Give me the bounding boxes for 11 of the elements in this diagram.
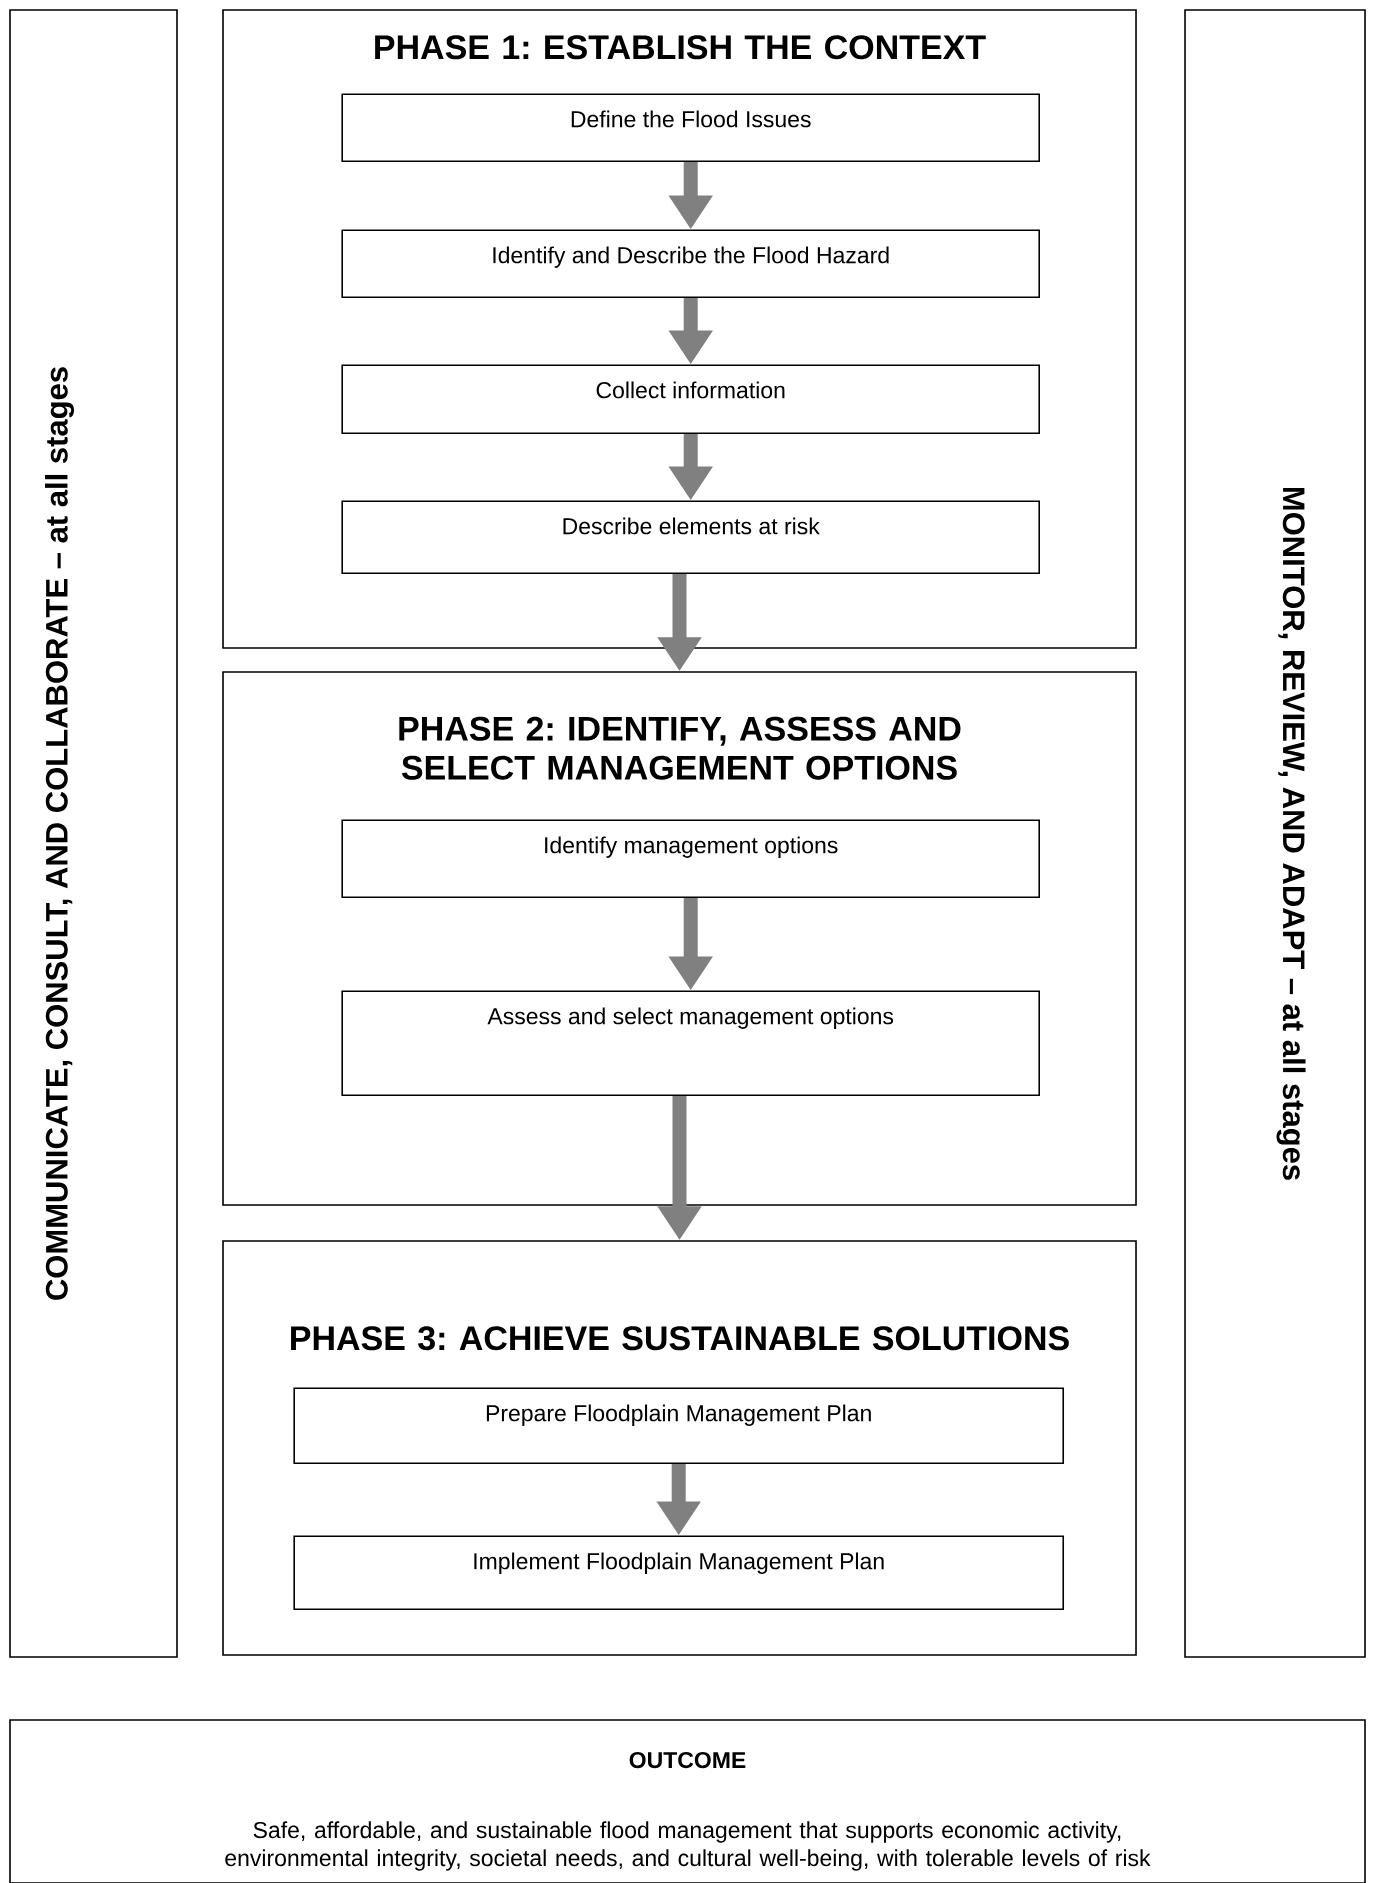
step-box: Prepare Floodplain Management Plan <box>293 1387 1064 1464</box>
step-box: Identify and Describe the Flood Hazard <box>341 229 1040 298</box>
side-band: MONITOR, REVIEW, AND ADAPT – at all stages <box>1184 9 1366 1658</box>
step-box: Describe elements at risk <box>341 500 1040 574</box>
step-box: Assess and select management options <box>341 990 1040 1096</box>
side-band: COMMUNICATE, CONSULT, AND COLLABORATE – at all stages <box>9 9 178 1658</box>
step-box: Collect information <box>341 364 1040 434</box>
step-box: Implement Floodplain Management Plan <box>293 1535 1064 1610</box>
outcome-box: OUTCOME Safe, affordable, and sustainable flood management that supports economic activity, environmental integrity, societal needs, and cultural well-being, with tolerable levels of risk <box>9 1719 1366 1883</box>
step-box: Identify management options <box>341 819 1040 898</box>
step-box: Define the Flood Issues <box>341 93 1040 162</box>
